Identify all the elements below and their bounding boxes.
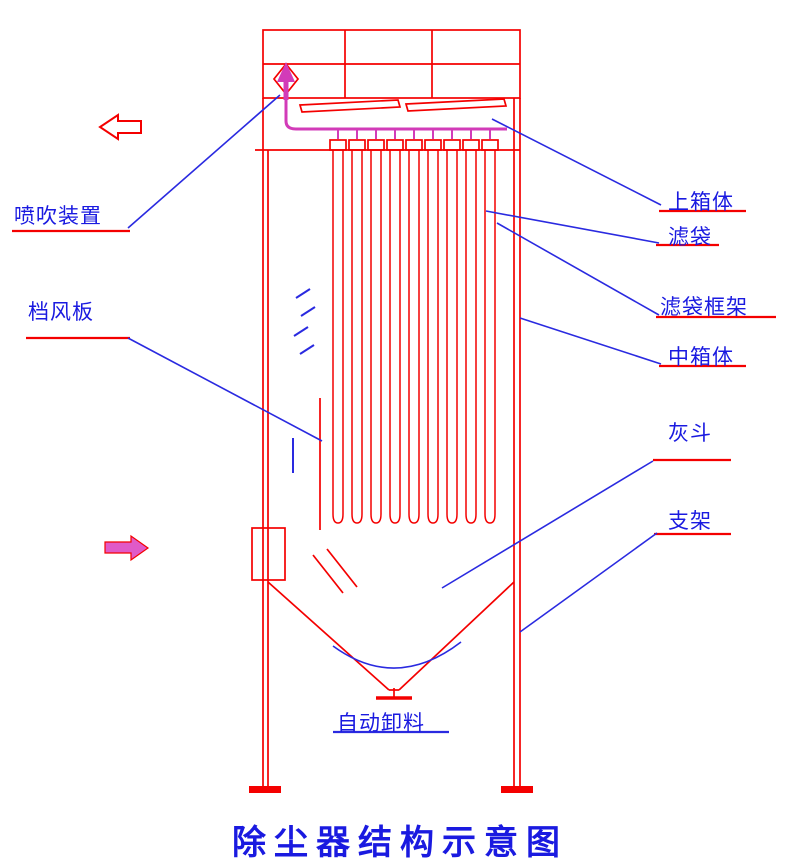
leader-lines [127,94,662,633]
inlet-box [251,527,286,581]
structure-lines [12,29,776,793]
hopper [267,581,515,691]
diagram-title: 除尘器结构示意图 [232,823,568,863]
baffle-plate [312,398,358,594]
tube-sheet [255,139,520,151]
label-filter-bag: 滤袋 [668,225,712,249]
filter-bags [332,150,496,524]
label-upper-box: 上箱体 [668,190,734,214]
label-auto-discharge: 自动卸料 [337,711,425,735]
outlet-arrow [98,113,142,141]
material-arc [332,641,462,669]
label-blow-device: 喷吹装置 [14,204,102,228]
riser-arrow [277,62,295,100]
blow-pipe [284,100,507,139]
annotation-lines [127,94,662,734]
label-bag-cage: 滤袋框架 [660,295,748,319]
leg-feet [249,786,533,793]
label-wind-baffle: 档风板 [28,300,94,324]
pulse-system [104,62,507,562]
label-support: 支架 [668,509,712,533]
flow-dashes [293,288,316,355]
inlet-arrow [104,534,150,562]
legs [262,98,521,788]
top-box [262,29,521,99]
label-ash-hopper: 灰斗 [668,421,712,445]
label-middle-box: 中箱体 [668,345,734,369]
cell-plates [298,98,508,113]
label-underlines [12,209,776,536]
discharge-valve [376,688,412,700]
